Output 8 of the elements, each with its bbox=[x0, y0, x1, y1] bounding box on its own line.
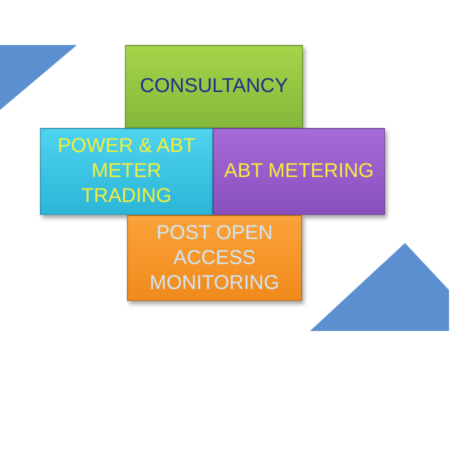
service-box bbox=[213, 128, 385, 215]
service-box bbox=[127, 215, 302, 301]
box-label: POST OPEN ACCESS MONITORING bbox=[148, 220, 280, 296]
box-label: ABT METERING bbox=[223, 159, 375, 184]
box-label: CONSULTANCY bbox=[138, 74, 290, 99]
service-box bbox=[125, 45, 303, 128]
service-box bbox=[40, 128, 213, 215]
box-label: POWER & ABT METER TRADING bbox=[56, 134, 196, 209]
